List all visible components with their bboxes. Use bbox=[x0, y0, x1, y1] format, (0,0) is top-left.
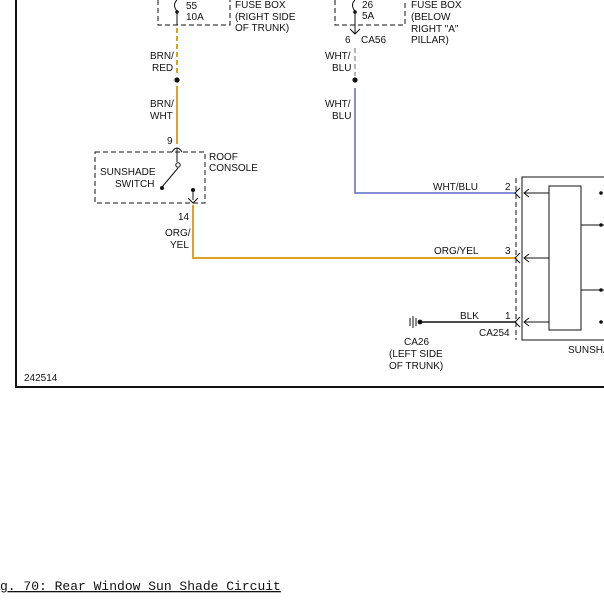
connector-arrow-icon bbox=[514, 187, 521, 199]
arrow-left-icon bbox=[523, 253, 530, 263]
motor-label: SUNSHA bbox=[568, 345, 604, 356]
wire-color-label: WHT bbox=[150, 111, 173, 122]
switch-location-line: CONSOLE bbox=[209, 163, 258, 174]
wire-color-label: YEL bbox=[170, 240, 189, 251]
motor-node-dot bbox=[599, 223, 603, 227]
sunshade-motor: SUNSHA bbox=[514, 176, 604, 356]
fuse-1-number: 55 bbox=[186, 1, 198, 12]
switch-pivot-icon bbox=[175, 162, 181, 168]
connector-arrow-icon bbox=[514, 252, 521, 264]
motor-node-dot bbox=[599, 320, 603, 324]
motor-node-dot bbox=[599, 288, 603, 292]
wire-wht-blu-path bbox=[354, 88, 516, 194]
wire-color-label: BLU bbox=[332, 63, 351, 74]
wire-color-label: ORG/ bbox=[165, 228, 191, 239]
ground-id: CA26 bbox=[404, 337, 429, 348]
arrow-left-icon bbox=[523, 317, 530, 327]
fuse-box-2-label-line: PILLAR) bbox=[411, 35, 449, 46]
switch-pin-out: 14 bbox=[178, 212, 190, 223]
wire-wht-blu: WHT/ BLU WHT/ BLU WHT/BLU 2 bbox=[325, 48, 516, 194]
wire-color-label: BLK bbox=[460, 311, 479, 322]
wire-color-label: WHT/BLU bbox=[433, 182, 478, 193]
ground-location-line: OF TRUNK) bbox=[389, 361, 443, 372]
wire-color-label: BRN/ bbox=[150, 99, 174, 110]
switch-outline bbox=[94, 151, 206, 204]
motor-pin: 2 bbox=[505, 182, 511, 193]
wire-brn: BRN/ RED BRN/ WHT bbox=[150, 28, 180, 144]
switch-name-line: SUNSHADE bbox=[100, 167, 156, 178]
wire-org-yel: ORG/ YEL ORG/YEL 3 bbox=[165, 205, 516, 259]
fuse-box-1: 55 10A FUSE BOX (RIGHT SIDE OF TRUNK) bbox=[157, 0, 296, 34]
diagram-frame bbox=[15, 0, 604, 388]
splice-dot bbox=[352, 77, 358, 83]
motor-connector: CA254 bbox=[479, 328, 510, 339]
fuse-box-2-outline bbox=[334, 0, 406, 26]
fuse-icon bbox=[174, 0, 178, 12]
wire-color-label: WHT/ bbox=[325, 99, 351, 110]
fuse-box-2-label-line: FUSE BOX bbox=[411, 0, 462, 11]
switch-lever-icon bbox=[161, 167, 179, 188]
motor-pin: 3 bbox=[505, 246, 511, 257]
ground: BLK 1 CA254 CA26 (LEFT SIDE OF TRUNK) bbox=[389, 311, 516, 372]
motor-pin: 1 bbox=[505, 311, 511, 322]
fuse-icon bbox=[352, 0, 356, 12]
motor-inner-block bbox=[548, 185, 582, 331]
fuse-box-2-label-line: (BELOW bbox=[411, 12, 451, 23]
wire-color-label: RED bbox=[152, 63, 173, 74]
connector-arrow-icon bbox=[514, 316, 521, 328]
fuse-1-rating: 10A bbox=[186, 12, 204, 23]
sunshade-switch: 9 SUNSHADE SWITCH ROOF CONSOLE 14 bbox=[94, 136, 258, 223]
fuse-box-2-pin: 6 bbox=[345, 35, 351, 46]
switch-contact-dot bbox=[160, 186, 164, 190]
fuse-2-rating: 5A bbox=[362, 11, 375, 22]
motor-node-dot bbox=[599, 191, 603, 195]
fuse-box-2-connector: CA56 bbox=[361, 35, 386, 46]
wire-color-label: BRN/ bbox=[150, 51, 174, 62]
switch-pin-in: 9 bbox=[167, 136, 173, 147]
wire-color-label: WHT/ bbox=[325, 51, 351, 62]
fuse-box-2-label-line: RIGHT "A" bbox=[411, 24, 459, 35]
fuse-box-2: 26 5A FUSE BOX (BELOW RIGHT "A" PILLAR) … bbox=[334, 0, 462, 46]
diagram-id: 242514 bbox=[24, 373, 58, 384]
fuse-box-1-label-line: (RIGHT SIDE bbox=[235, 12, 296, 23]
connector-arrow-icon bbox=[187, 197, 199, 204]
motor-outline bbox=[521, 176, 604, 341]
arrow-left-icon bbox=[523, 188, 530, 198]
fuse-box-1-label-line: FUSE BOX bbox=[235, 0, 286, 11]
ground-location-line: (LEFT SIDE bbox=[389, 349, 443, 360]
wire-color-label: ORG/YEL bbox=[434, 246, 479, 257]
fuse-box-1-outline bbox=[157, 0, 231, 26]
switch-name-line: SWITCH bbox=[115, 179, 154, 190]
wire-org-yel-path bbox=[192, 205, 516, 259]
fuse-box-1-label-line: OF TRUNK) bbox=[235, 23, 289, 34]
connector-arrow-icon bbox=[349, 28, 361, 35]
fuse-2-number: 26 bbox=[362, 0, 374, 11]
splice-dot bbox=[174, 77, 180, 83]
switch-location-line: ROOF bbox=[209, 152, 238, 163]
figure-caption: g. 70: Rear Window Sun Shade Circuit bbox=[0, 579, 281, 594]
wire-color-label: BLU bbox=[332, 111, 351, 122]
